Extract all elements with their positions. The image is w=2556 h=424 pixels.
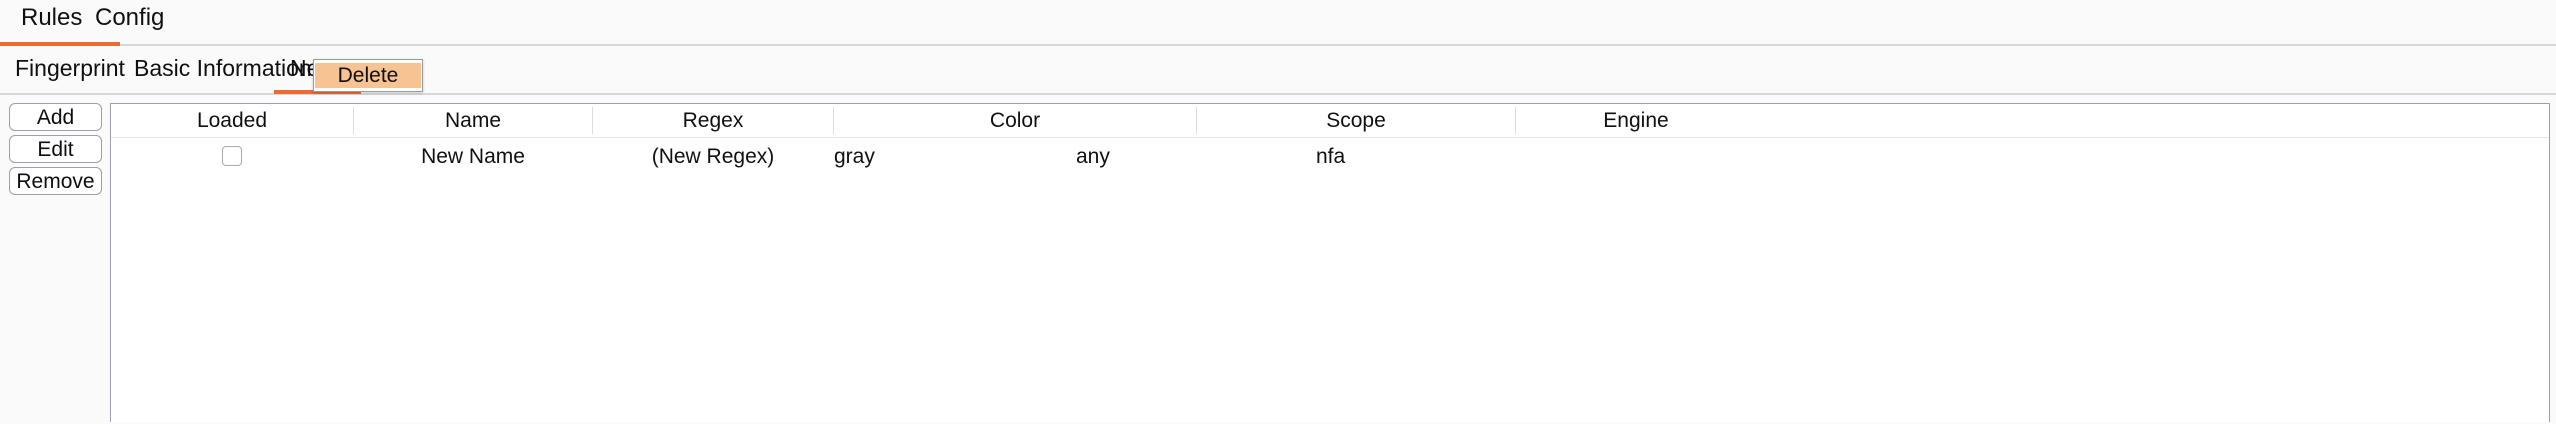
primary-tab-bar: Rules Config (0, 0, 2556, 46)
subtab-basic-information[interactable]: Basic Information (134, 55, 312, 81)
context-menu-item-delete[interactable]: Delete (315, 63, 421, 88)
tab-rules[interactable]: Rules (21, 4, 83, 31)
edit-button[interactable]: Edit (9, 135, 102, 163)
row-loaded-checkbox[interactable] (222, 146, 242, 166)
table-row[interactable]: New Name (New Regex) gray any nfa (111, 138, 2549, 175)
tab-config[interactable]: Config (95, 4, 165, 31)
column-header-engine[interactable]: Engine (1603, 109, 1669, 132)
column-header-color[interactable]: Color (989, 109, 1041, 132)
row-cell-color: gray (834, 145, 875, 168)
remove-button[interactable]: Remove (9, 167, 102, 195)
column-divider[interactable] (353, 107, 354, 134)
row-cell-scope: any (1076, 145, 1110, 168)
rules-table-panel: Loaded Name Regex Color Scope Engine New… (110, 103, 2550, 422)
subtab-fingerprint[interactable]: Fingerprint (15, 55, 125, 81)
subtab-new-0-active-indicator (274, 90, 361, 94)
row-cell-engine: nfa (1316, 145, 1346, 168)
tab-rules-active-indicator (0, 42, 120, 46)
column-header-regex[interactable]: Regex (682, 109, 744, 132)
column-divider[interactable] (1515, 107, 1516, 134)
column-header-scope[interactable]: Scope (1326, 109, 1386, 132)
row-cell-regex: (New Regex) (651, 145, 775, 168)
column-header-loaded[interactable]: Loaded (196, 109, 268, 132)
rule-action-buttons: Add Edit Remove (0, 103, 110, 199)
row-cell-name: New Name (421, 145, 525, 168)
column-divider[interactable] (1196, 107, 1197, 134)
column-header-name[interactable]: Name (444, 109, 502, 132)
context-menu: Delete (313, 59, 423, 92)
table-header-row: Loaded Name Regex Color Scope Engine (111, 104, 2549, 138)
add-button[interactable]: Add (9, 103, 102, 131)
column-divider[interactable] (833, 107, 834, 134)
column-divider[interactable] (592, 107, 593, 134)
